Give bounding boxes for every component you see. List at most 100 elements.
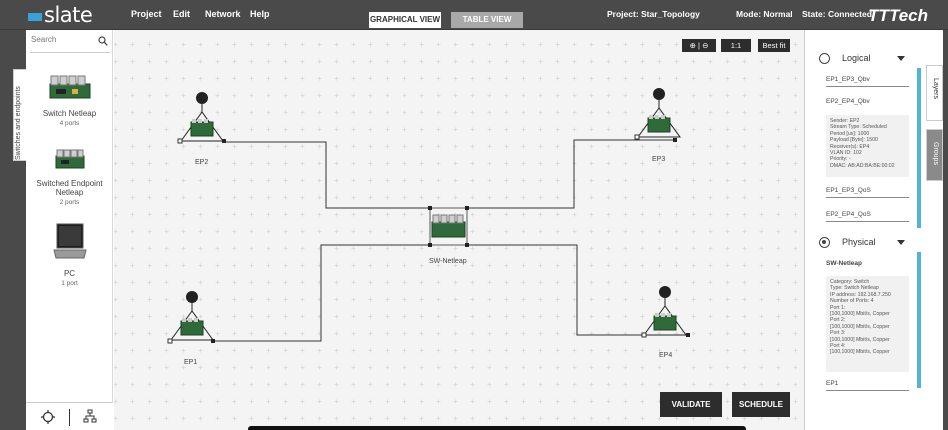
detail-line: [100,1000] Mbit/s, Copper	[830, 311, 890, 318]
canvas-scrollbar[interactable]	[248, 426, 746, 430]
detail-line: Number of Ports: 4	[830, 298, 874, 305]
component-switch-netleap[interactable]: Switch Netleap 4 ports	[26, 74, 113, 127]
schedule-button[interactable]: SCHEDULE	[732, 392, 790, 417]
layers-panel: Logical EP1_EP3_Qbv EP2_EP4_Qbv Sender: …	[804, 30, 926, 430]
detail-line: [100,1000] Mbit/s, Copper	[830, 323, 890, 330]
detail-line: [100,1000] Mbit/s, Copper	[830, 336, 890, 343]
search-box	[30, 32, 110, 53]
logo-mark	[28, 13, 42, 21]
detail-line: Port 2:	[830, 317, 846, 324]
component-name: PC	[63, 269, 76, 278]
menu-help[interactable]: Help	[250, 9, 270, 19]
project-name: Project: Star_Topology	[607, 9, 700, 19]
best-fit-button[interactable]: Best fit	[758, 39, 790, 52]
node-ep3	[634, 88, 681, 142]
menu-project[interactable]: Project	[131, 9, 162, 19]
component-sidebar: Switch Netleap 4 ports Switched Endpoint…	[26, 30, 113, 430]
node-sw-netleap	[428, 206, 469, 247]
crosshair-icon[interactable]	[40, 409, 56, 425]
zoom-out-icon[interactable]: ⊖	[702, 41, 709, 50]
component-name: Switched Endpoint Netleap	[36, 179, 103, 197]
switched-endpoint-image	[55, 149, 84, 169]
physical-group-header[interactable]: Physical	[819, 234, 913, 252]
link-ep4-switch	[467, 244, 645, 336]
stream-details: Sender: EP2 Stream Type: Scheduled Perio…	[826, 115, 909, 177]
physical-radio[interactable]	[819, 237, 830, 248]
link-ep2-switch	[225, 141, 430, 209]
search-input[interactable]	[31, 35, 91, 44]
zoom-in-icon[interactable]: ⊕	[689, 41, 696, 50]
network-tree-icon[interactable]	[83, 409, 97, 423]
logical-group-header[interactable]: Logical	[819, 50, 913, 68]
physical-scrollbar[interactable]	[917, 252, 921, 388]
zoom-buttons[interactable]: ⊕ | ⊖	[682, 39, 716, 52]
detail-line: Category: Switch	[830, 279, 870, 285]
detail-line: Payload [Byte]: 1500	[830, 137, 878, 144]
brand-logo: TTTech	[868, 6, 928, 25]
node-ep2	[177, 92, 226, 144]
detail-line: Port 4:	[830, 343, 846, 350]
tab-table-view[interactable]: TABLE VIEW	[451, 12, 523, 28]
canvas-grid	[114, 30, 804, 430]
logical-title: Logical	[842, 53, 871, 63]
connection-state: State: Connected	[802, 9, 872, 19]
top-bar: slate Project Edit Network Help GRAPHICA…	[0, 0, 948, 30]
link-ep1-switch	[212, 244, 430, 342]
node-label-ep4: EP4	[659, 352, 673, 359]
tab-graphical-view[interactable]: GRAPHICAL VIEW	[369, 12, 441, 28]
detail-line: Port 1:	[830, 304, 846, 311]
search-icon[interactable]	[98, 36, 108, 46]
mode-status: Mode: Normal	[736, 9, 793, 19]
detail-line: DMAC: AB:AD:BA:BE:00:02	[830, 162, 895, 169]
menu-network[interactable]: Network	[205, 9, 241, 19]
detail-line: Stream Type: Scheduled	[830, 124, 887, 131]
ratio-button[interactable]: 1:1	[721, 39, 751, 52]
stream-item[interactable]: EP2_EP4_QoS	[826, 211, 909, 222]
detail-line: Sender: EP2	[830, 118, 860, 124]
detail-line: Type: Switch Netleap	[830, 285, 879, 292]
node-label-switch: SW-Netleap	[429, 258, 467, 265]
component-ports: 1 port	[61, 280, 78, 287]
link-ep3-switch	[467, 139, 674, 209]
chevron-down-icon[interactable]	[897, 56, 905, 61]
component-ports: 2 ports	[59, 199, 80, 206]
tab-layers-label: Layers	[932, 78, 939, 100]
component-ports: 4 ports	[59, 120, 80, 127]
tab-switches-endpoints-label: Switches and endpoints	[15, 86, 22, 160]
tab-groups[interactable]: Groups	[926, 129, 943, 181]
device-item-selected[interactable]: SW-Netleap	[826, 260, 862, 267]
node-ep4	[641, 286, 690, 338]
logical-scrollbar[interactable]	[917, 68, 921, 228]
detail-line: Priority: -	[830, 156, 851, 163]
right-frame	[943, 30, 948, 430]
pc-laptop-image	[52, 223, 87, 259]
detail-line: VLAN ID: 102	[830, 150, 862, 157]
validate-button[interactable]: VALIDATE	[660, 392, 722, 417]
device-details: Category: Switch Type: Switch Netleap IP…	[826, 276, 909, 372]
sidebar-bottom-toolbar	[26, 402, 113, 430]
detail-line: Period [us]: 1000	[830, 130, 870, 137]
logo-text: slate	[44, 3, 93, 27]
menu-edit[interactable]: Edit	[173, 9, 190, 19]
component-name: Switch Netleap	[42, 109, 97, 118]
stream-item[interactable]: EP1_EP3_QoS	[826, 187, 909, 198]
tab-layers[interactable]: Layers	[926, 65, 943, 121]
detail-line: Port 3:	[830, 330, 846, 337]
detail-line: Receiver(s): EP4	[830, 143, 870, 150]
detail-line: [100,1000] Mbit/s, Copper	[830, 349, 890, 356]
topology-canvas[interactable]: ⊕ | ⊖ 1:1 Best fit EP2 EP3 EP1 EP4 SW-Ne…	[114, 30, 804, 430]
toolbar-divider	[69, 409, 70, 426]
component-switched-endpoint[interactable]: Switched Endpoint Netleap 2 ports	[26, 148, 113, 206]
stream-item-selected[interactable]: EP2_EP4_Qbv	[826, 98, 870, 105]
node-label-ep3: EP3	[652, 156, 666, 163]
logical-radio[interactable]	[819, 53, 830, 64]
component-pc[interactable]: PC 1 port	[26, 222, 113, 287]
tab-switches-endpoints[interactable]: Switches and endpoints	[13, 69, 26, 161]
app-logo: slate	[28, 3, 93, 27]
node-ep1	[167, 291, 215, 344]
device-item[interactable]: EP1	[826, 380, 909, 391]
stream-item[interactable]: EP1_EP3_Qbv	[826, 76, 909, 87]
physical-title: Physical	[842, 237, 876, 247]
detail-line: IP address: 192.168.7.250	[830, 291, 891, 298]
chevron-down-icon[interactable]	[897, 240, 905, 245]
